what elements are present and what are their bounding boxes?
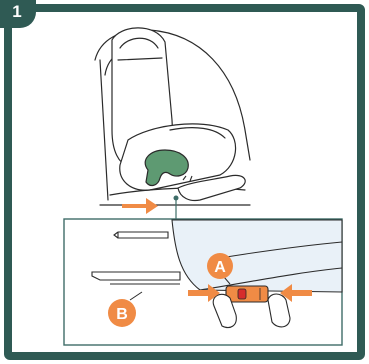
- detail-inset: [64, 219, 342, 345]
- callout-b-label: B: [116, 306, 128, 323]
- arrow-right-icon: [122, 198, 158, 214]
- isofix-latch-icon: [226, 286, 268, 302]
- callout-a-label: A: [214, 259, 226, 276]
